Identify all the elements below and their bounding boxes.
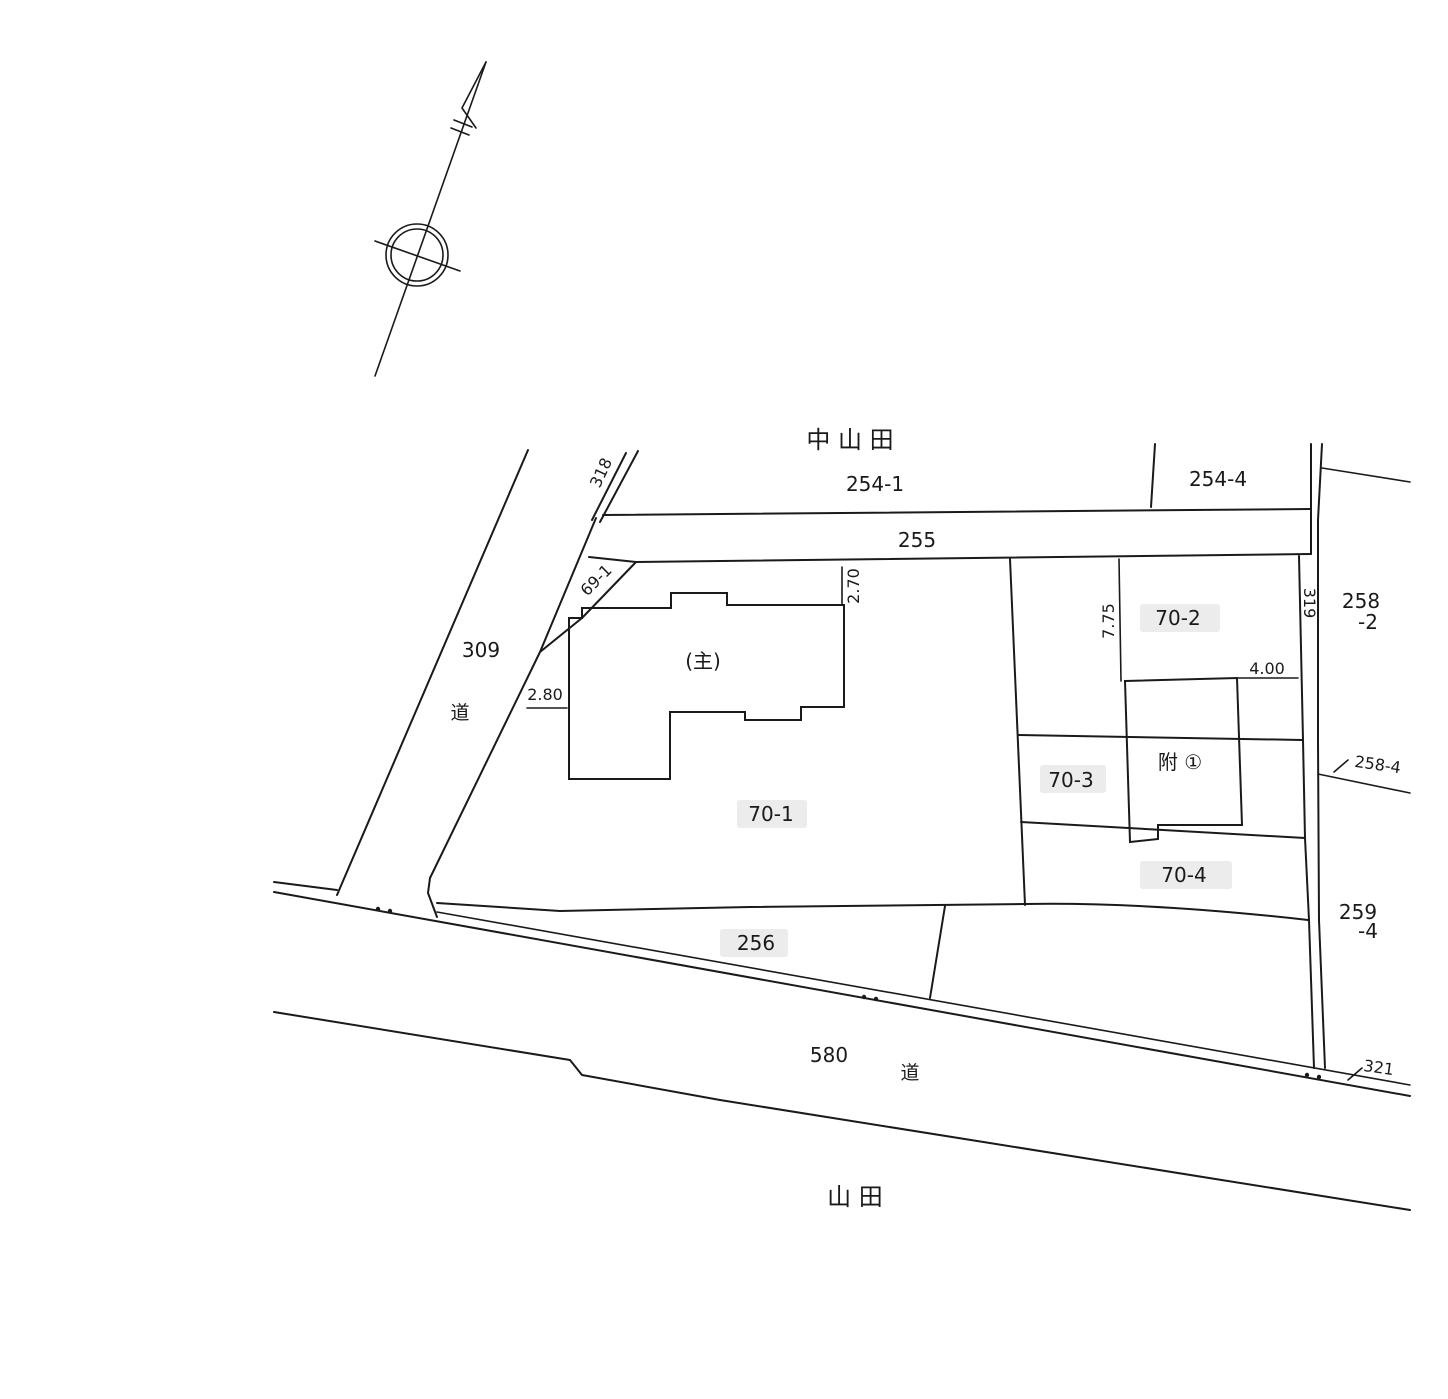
parcel-256-label: 256 <box>737 931 775 955</box>
parcel-255-boundary <box>588 508 1312 563</box>
parcel-580-label: 580 <box>810 1043 848 1067</box>
parcel-70-4-label: 70-4 <box>1161 863 1206 887</box>
parcel-70-1-label: 70-1 <box>748 802 793 826</box>
parcel-259-4-label-line2: -4 <box>1358 919 1378 943</box>
parcel-70-2-label: 70-2 <box>1155 606 1200 630</box>
parcel-258-4-label: 258-4 <box>1353 752 1402 777</box>
parcel-69-1-label: 69-1 <box>577 561 616 600</box>
road-west-label: 道 <box>450 702 469 724</box>
parcel-255-label: 255 <box>898 528 936 552</box>
parcel-70-boundaries <box>436 558 1309 921</box>
road-south-label: 道 <box>900 1062 919 1084</box>
label-highlights <box>720 604 1232 957</box>
north-arrow-icon <box>374 61 487 377</box>
dimension-2-80-label: 2.80 <box>527 685 563 704</box>
annex-building-label: 附 ① <box>1158 750 1202 774</box>
parcel-254-1-label: 254-1 <box>846 472 904 496</box>
dimension-2-70-label: 2.70 <box>844 568 863 604</box>
road-309-boundary <box>336 449 597 918</box>
parcel-319-label: 319 <box>1300 588 1319 619</box>
parcel-318-boundary <box>591 450 639 523</box>
parcel-321-leader <box>1347 1067 1363 1081</box>
area-name-north: 中 山 田 <box>806 426 893 454</box>
dimension-4-00-label: 4.00 <box>1249 659 1285 678</box>
main-building-outline <box>568 592 845 780</box>
area-name-south: 山 田 <box>827 1183 883 1211</box>
parcel-259-4-label-line1: 259 <box>1339 900 1377 924</box>
parcel-70-3-label: 70-3 <box>1048 768 1093 792</box>
parcel-258-4-leader <box>1333 759 1349 773</box>
dimension-7-75-label: 7.75 <box>1099 603 1118 639</box>
dimension-lines <box>526 558 1299 709</box>
parcel-318-label: 318 <box>586 455 616 491</box>
parcel-258-2-label-line2: -2 <box>1358 610 1378 634</box>
main-building-label: (主) <box>685 649 721 673</box>
parcel-258-2-label-line1: 258 <box>1342 589 1380 613</box>
parcel-254-4-label: 254-4 <box>1189 467 1247 491</box>
parcel-309-label: 309 <box>462 638 500 662</box>
parcel-256-divider <box>929 905 946 999</box>
parcel-254-divider <box>1150 443 1156 508</box>
road-580-boundary <box>273 881 1411 1211</box>
parcel-321-label: 321 <box>1362 1056 1395 1079</box>
